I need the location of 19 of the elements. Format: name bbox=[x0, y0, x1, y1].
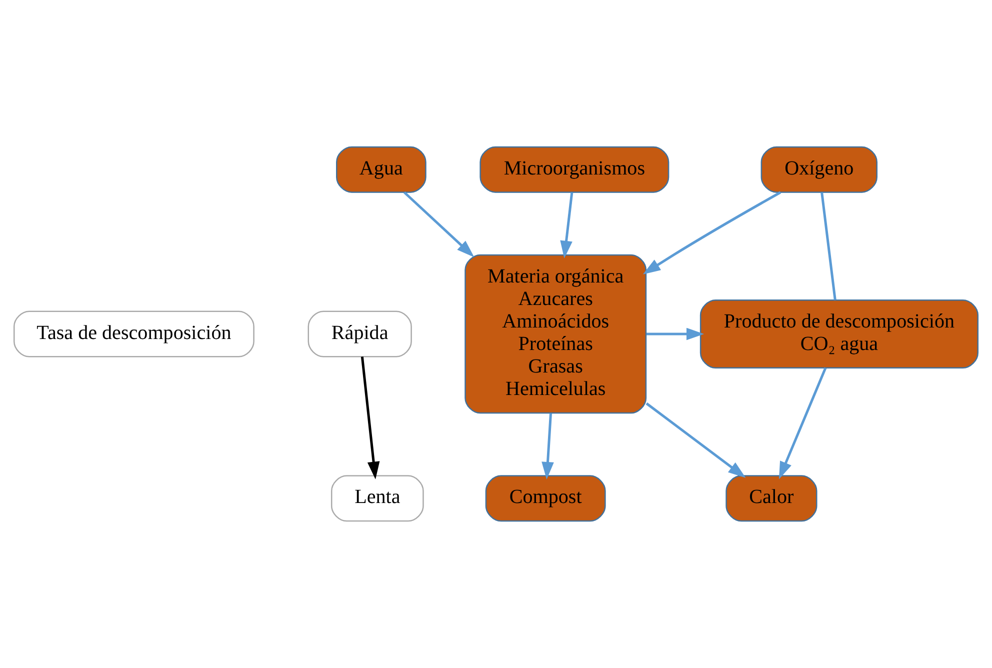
node-box: Tasa de descomposición bbox=[14, 310, 254, 358]
node-box: Lenta bbox=[330, 475, 424, 522]
node-box: Microorganismos bbox=[480, 146, 670, 193]
arrow bbox=[778, 368, 827, 480]
arrow bbox=[646, 402, 746, 478]
arrow bbox=[560, 192, 574, 258]
node-box: Materia orgánica Azucares Aminoácidos Proteínas Grasas Hemicelulas bbox=[464, 254, 647, 414]
arrow bbox=[542, 413, 554, 480]
node-box: Producto de descomposición CO₂ agua bbox=[700, 300, 978, 368]
node-box: Compost bbox=[485, 475, 606, 522]
node-box: Calor bbox=[726, 475, 818, 522]
connector bbox=[820, 192, 836, 300]
arrow bbox=[360, 356, 380, 480]
arrow bbox=[646, 328, 704, 340]
node-box: Agua bbox=[336, 146, 426, 193]
node-box: Oxígeno bbox=[760, 146, 878, 193]
node-box: Rápida bbox=[308, 310, 412, 358]
arrow bbox=[642, 191, 782, 274]
arrow bbox=[403, 191, 474, 258]
